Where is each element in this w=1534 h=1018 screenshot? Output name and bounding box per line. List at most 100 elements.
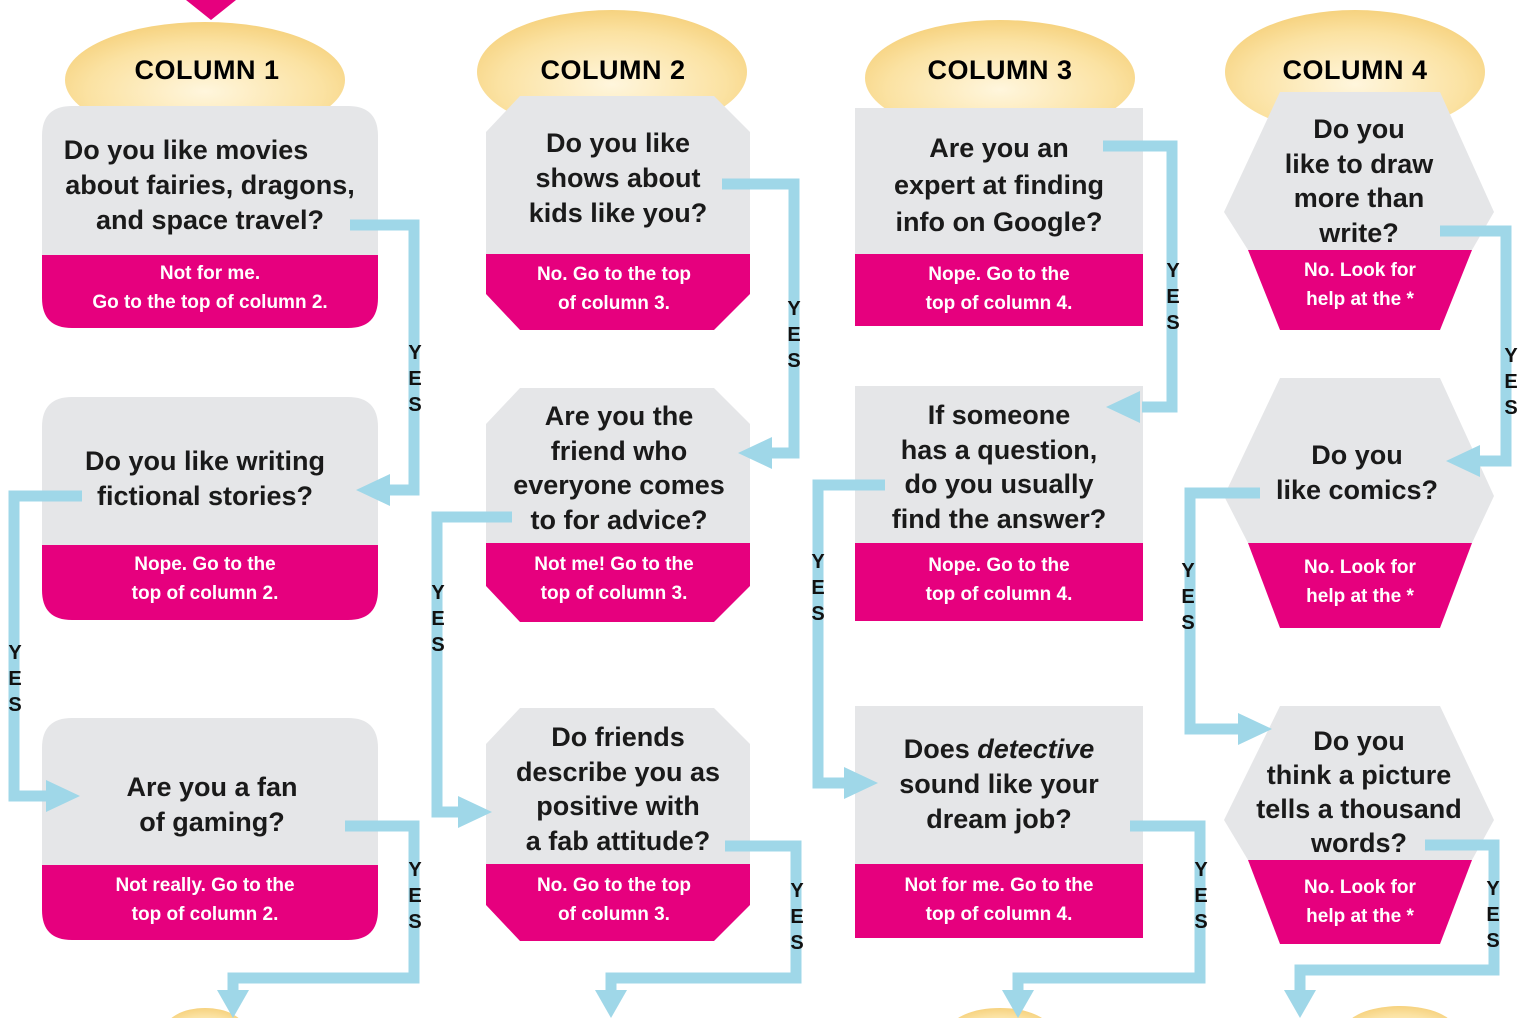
- answer-c3-q1: Nope. Go to the top of column 4.: [855, 260, 1143, 318]
- answer-line: No. Go to the top: [536, 875, 692, 896]
- connector-c2-q3-down: [605, 840, 802, 1000]
- yes-letter: S: [408, 911, 422, 933]
- arrowhead-c1-q3: [46, 780, 80, 812]
- answer-c4-q1: No. Look for help at the *: [1250, 256, 1470, 314]
- arrowhead-c3-q3: [844, 767, 878, 799]
- question-c4-q2: Do you like comics?: [1226, 438, 1488, 508]
- question-line: and space travel?: [95, 205, 325, 235]
- yes-letter: Y: [1504, 345, 1518, 367]
- question-c3-q3: Does detective sound like your dream job…: [855, 732, 1143, 837]
- card-c4-q2: [1224, 378, 1494, 628]
- question-line: like comics?: [1275, 475, 1439, 505]
- question-line: find the answer?: [891, 503, 1107, 534]
- answer-c2-q3: No. Go to the top of column 3.: [486, 871, 742, 929]
- answer-line: No. Look for: [1304, 557, 1416, 578]
- yes-letter: E: [1181, 586, 1195, 608]
- answer-c3-q3: Not for me. Go to the top of column 4.: [855, 871, 1143, 929]
- yes-letter: S: [787, 350, 801, 372]
- question-line: sound like your: [899, 769, 1099, 799]
- question-c1-q1: Do you like movies about fairies, dragon…: [42, 133, 378, 238]
- arrowhead-c2-q3: [458, 796, 492, 828]
- question-line: everyone comes: [513, 470, 725, 500]
- yes-letter: Y: [790, 880, 804, 902]
- question-c1-q2: Do you like writing fictional stories?: [42, 444, 368, 514]
- yes-connectors: [8, 140, 1512, 1000]
- answer-c2-q2: Not me! Go to the top of column 3.: [486, 550, 742, 608]
- card-c2-q2: [486, 388, 750, 622]
- arrowhead-c2-down: [595, 990, 627, 1018]
- yes-letter: E: [787, 324, 801, 346]
- question-c3-q1: Are you an expert at finding info on Goo…: [855, 130, 1143, 241]
- yes-letter: S: [431, 634, 445, 656]
- yes-letter: Y: [1486, 878, 1500, 900]
- answer-c4-q2: No. Look for help at the *: [1250, 553, 1470, 611]
- cloud-bottom-4: [1352, 1006, 1448, 1018]
- yes-letter: S: [408, 394, 422, 416]
- card-c1-q2: [42, 397, 378, 620]
- answer-line: Not for me. Go to the: [904, 875, 1094, 896]
- yes-letter: S: [1504, 397, 1518, 419]
- answer-line: of column 3.: [558, 904, 670, 925]
- question-line: to for advice?: [530, 504, 708, 535]
- column-1-header: COLUMN 1: [134, 55, 280, 85]
- connector-c1-q2-to-q3: [8, 490, 82, 802]
- yes-letter: E: [1504, 371, 1518, 393]
- answer-line: Not really. Go to the: [115, 875, 295, 896]
- answer-c1-q3: Not really. Go to the top of column 2.: [42, 871, 368, 929]
- answer-line: help at the *: [1306, 906, 1414, 927]
- answer-line: Not for me.: [159, 263, 261, 284]
- answer-line: top of column 2.: [131, 583, 279, 604]
- question-line: tells a thousand: [1256, 794, 1462, 824]
- connector-c3-q3-down: [1012, 820, 1206, 1000]
- answer-c4-q3: No. Look for help at the *: [1250, 873, 1470, 931]
- question-line: kids like you?: [528, 198, 708, 228]
- yes-letter: S: [1194, 911, 1208, 933]
- yes-letter: E: [1194, 885, 1208, 907]
- column-1-cards: [42, 106, 378, 940]
- yes-letter: Y: [1181, 560, 1195, 582]
- answer-line: top of column 2.: [131, 904, 279, 925]
- connector-c4-q1-to-q2: [1440, 225, 1512, 467]
- yes-letter: E: [8, 668, 22, 690]
- column-3-cards: [855, 108, 1143, 938]
- question-c2-q1: Do you like shows about kids like you?: [486, 126, 750, 231]
- question-line: Are you an: [929, 133, 1069, 163]
- question-line: Do you: [1313, 726, 1405, 756]
- question-line: Do you like movies: [63, 135, 309, 165]
- card-c3-q1: [855, 108, 1143, 326]
- cloud-bottom-1: [171, 1008, 239, 1018]
- question-line: of gaming?: [139, 807, 285, 837]
- answer-line: help at the *: [1306, 289, 1414, 310]
- yes-letter: E: [408, 368, 422, 390]
- card-c2-q3: [486, 708, 750, 941]
- card-c3-q2: [855, 386, 1143, 621]
- column-3-header: COLUMN 3: [927, 55, 1073, 85]
- arrowhead-c2-q2: [738, 437, 772, 469]
- yes-arrowheads: [46, 391, 1480, 1018]
- connector-c4-q3-down: [1294, 839, 1500, 1000]
- answer-line: top of column 3.: [540, 583, 688, 604]
- question-line: If someone: [927, 400, 1071, 430]
- question-c2-q2: Are you the friend who everyone comes to…: [486, 399, 752, 537]
- answer-c2-q1: No. Go to the top of column 3.: [486, 260, 742, 318]
- question-line: Do friends: [551, 722, 685, 752]
- question-line: Do you like: [545, 128, 691, 158]
- yes-letter: S: [811, 603, 825, 625]
- card-c1-q1: [42, 106, 378, 328]
- card-c4-q1: [1224, 92, 1494, 330]
- connector-c3-q2-to-q3: [812, 479, 885, 789]
- question-line: about fairies, dragons,: [65, 170, 355, 200]
- connector-c1-q3-down: [227, 820, 420, 1000]
- answer-c3-q2: Nope. Go to the top of column 4.: [855, 551, 1143, 609]
- question-line: do you usually: [904, 469, 1094, 499]
- question-line: more than: [1293, 183, 1425, 213]
- question-line: expert at finding: [893, 170, 1104, 200]
- arrowhead-c1-q2: [356, 474, 390, 506]
